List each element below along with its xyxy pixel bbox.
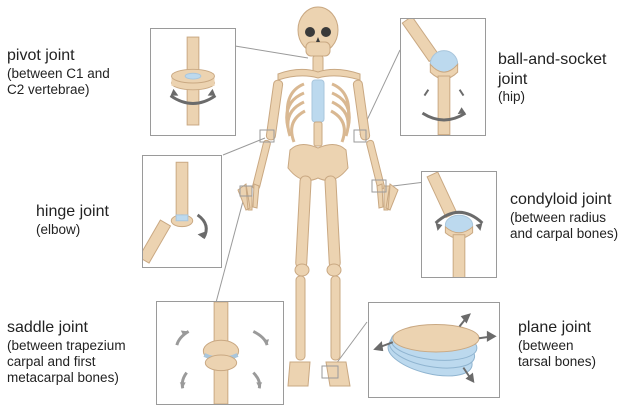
pivot-joint-label: pivot joint (between C1 and C2 vertebrae… [7, 46, 110, 98]
plane-joint-sub-1: (between [518, 337, 574, 353]
condyloid-joint-sub-2: and carpal bones) [510, 225, 619, 241]
pivot-joint-title: pivot joint [7, 47, 75, 64]
saddle-joint-sub-2: carpal and first [7, 353, 96, 369]
hinge-joint-sub-1: (elbow) [36, 221, 81, 237]
plane-joint-sub-2: tarsal bones) [518, 353, 597, 369]
ball-socket-title-2: joint [498, 70, 528, 88]
hinge-joint-illustration [143, 161, 208, 264]
pivot-joint-illustration [169, 36, 217, 126]
ball-socket-illustration [401, 19, 467, 135]
condyloid-illustration [426, 172, 484, 277]
condyloid-joint-inset [421, 171, 497, 278]
pivot-joint-sub-2: C2 vertebrae) [7, 81, 90, 97]
pivot-joint-inset [150, 28, 236, 136]
skeleton [237, 6, 399, 387]
ball-and-socket-inset [400, 18, 486, 136]
ball-socket-sub-1: (hip) [498, 89, 526, 105]
hinge-joint-label: hinge joint (elbow) [36, 202, 109, 238]
saddle-joint-label: saddle joint (between trapezium carpal a… [7, 318, 126, 387]
saddle-joint-inset [156, 301, 284, 405]
saddle-joint-illustration [175, 302, 270, 404]
hinge-joint-title: hinge joint [36, 203, 109, 220]
saddle-joint-sub-1: (between trapezium [7, 337, 126, 353]
condyloid-joint-title: condyloid joint [510, 191, 612, 208]
condyloid-joint-label: condyloid joint (between radius and carp… [510, 190, 618, 242]
plane-joint-illustration [373, 313, 497, 384]
ball-socket-label: ball-and-socket joint (hip) [498, 50, 607, 106]
plane-joint-title: plane joint [518, 319, 591, 336]
hinge-joint-inset [142, 155, 222, 268]
plane-joint-label: plane joint (between tarsal bones) [518, 318, 596, 370]
condyloid-joint-sub-1: (between radius [510, 209, 607, 225]
joint-markers [239, 129, 387, 379]
saddle-joint-sub-3: metacarpal bones) [7, 370, 119, 386]
pivot-joint-sub-1: (between C1 and [7, 65, 110, 81]
saddle-joint-title: saddle joint [7, 319, 88, 336]
plane-joint-inset [368, 302, 500, 398]
ball-socket-title-1: ball-and-socket [498, 51, 607, 68]
